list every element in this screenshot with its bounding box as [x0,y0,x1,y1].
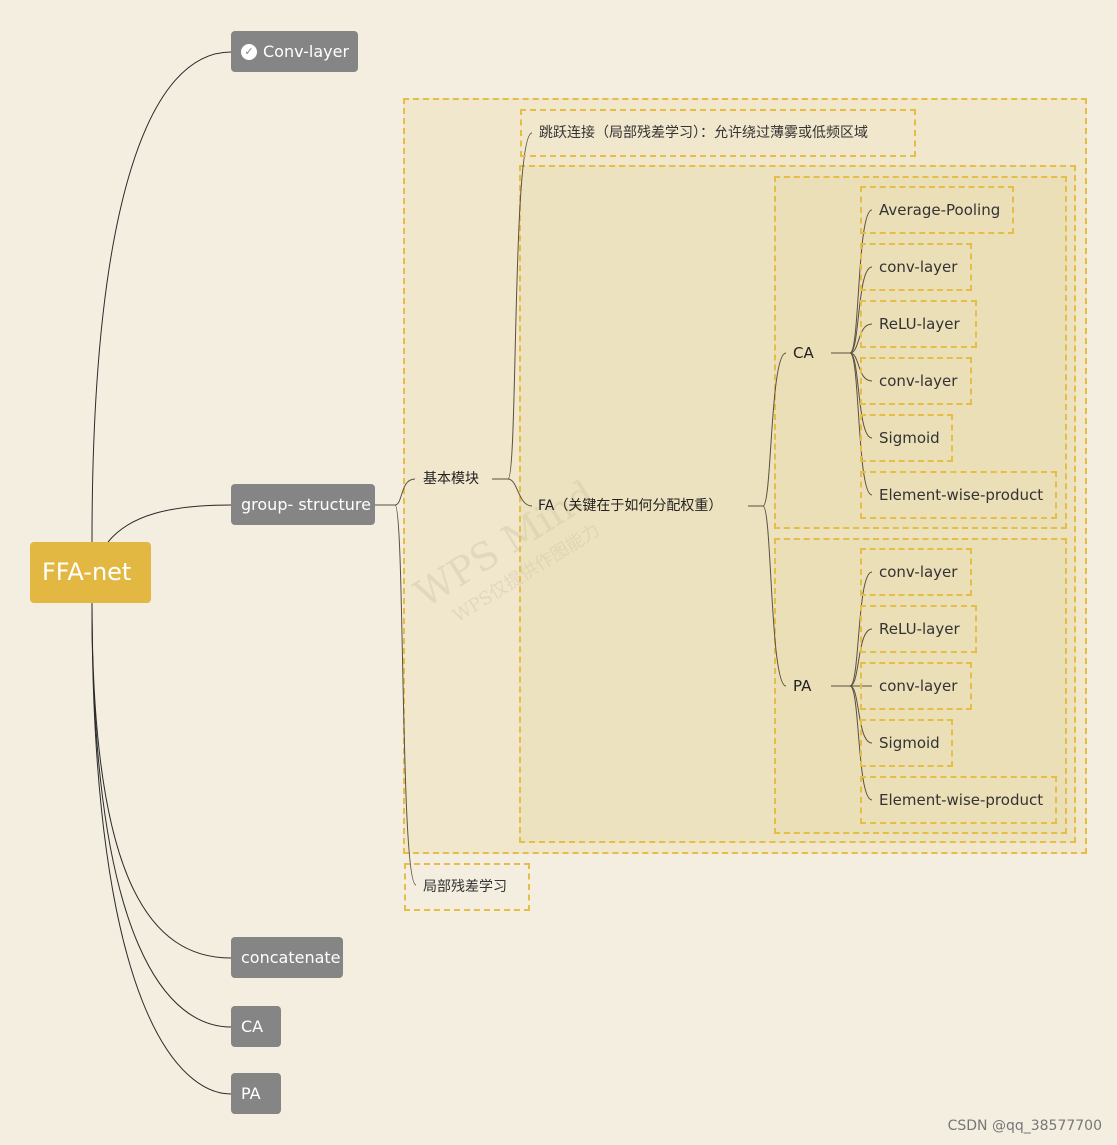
ca-item-label: conv-layer [879,258,958,276]
ca-item-label: Element-wise-product [879,486,1044,504]
ca-item[interactable]: conv-layer [860,357,972,405]
pa-node[interactable]: PA [231,1073,281,1114]
conv-layer-node[interactable]: ✓ Conv-layer [231,31,358,72]
ca-item[interactable]: conv-layer [860,243,972,291]
pa-frame [774,538,1067,834]
local-residual-label: 局部残差学习 [423,879,507,895]
root-node[interactable]: FFA-net [30,542,151,603]
ca-item-label: ReLU-layer [879,315,960,333]
fa-node[interactable]: FA（关键在于如何分配权重） [538,498,723,514]
ca-node[interactable]: CA [231,1006,281,1047]
skip-connection-node[interactable]: 跳跃连接（局部残差学习）：允许绕过薄雾或低频区域 [520,109,916,157]
pa-item-label: conv-layer [879,677,958,695]
conv-layer-label: Conv-layer [263,42,350,61]
fa-ca-node[interactable]: CA [793,344,814,362]
ca-item-label: Average-Pooling [879,201,1001,219]
pa-item[interactable]: Sigmoid [860,719,953,767]
ca-item-label: Sigmoid [879,429,940,447]
pa-item-label: Sigmoid [879,734,940,752]
skip-connection-label: 跳跃连接（局部残差学习）：允许绕过薄雾或低频区域 [539,125,868,141]
ca-item[interactable]: Element-wise-product [860,471,1057,519]
ca-item[interactable]: ReLU-layer [860,300,977,348]
pa-item-label: conv-layer [879,563,958,581]
concatenate-node[interactable]: concatenate [231,937,343,978]
check-circle-icon: ✓ [241,44,257,60]
ca-item-label: conv-layer [879,372,958,390]
pa-item-label: Element-wise-product [879,791,1044,809]
pa-item[interactable]: conv-layer [860,662,972,710]
pa-item[interactable]: ReLU-layer [860,605,977,653]
ca-item[interactable]: Sigmoid [860,414,953,462]
footer-credit: CSDN @qq_38577700 [947,1118,1102,1134]
pa-item-label: ReLU-layer [879,620,960,638]
fa-pa-node[interactable]: PA [793,677,812,695]
ca-item[interactable]: Average-Pooling [860,186,1014,234]
pa-item[interactable]: Element-wise-product [860,776,1057,824]
ca-frame [774,176,1067,529]
local-residual-node[interactable]: 局部残差学习 [404,863,530,911]
group-structure-node[interactable]: group- structure [231,484,375,525]
pa-item[interactable]: conv-layer [860,548,972,596]
basic-module-node[interactable]: 基本模块 [423,471,479,487]
